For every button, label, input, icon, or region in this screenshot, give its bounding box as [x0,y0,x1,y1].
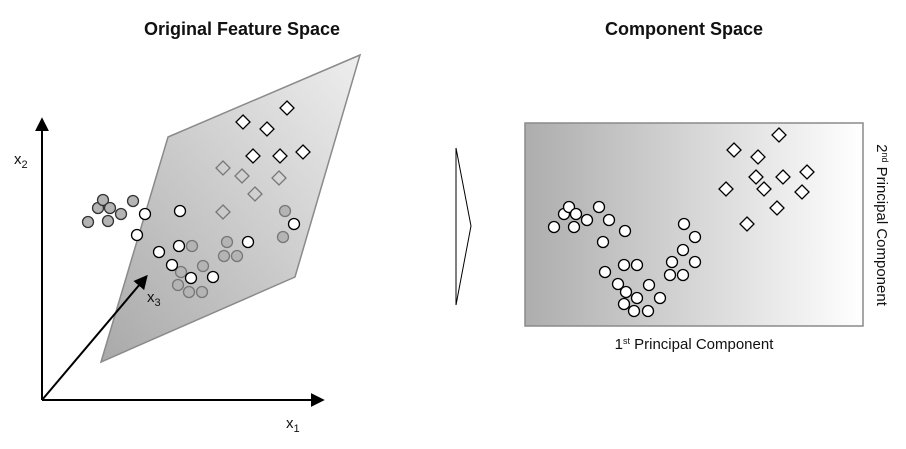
diamond-marker [718,181,734,197]
diamond-marker-gray [271,170,287,186]
circle-marker [567,220,581,234]
circle-marker-gray [276,230,290,244]
circle-marker-gray [185,239,199,253]
circle-marker [663,268,677,282]
circle-marker [641,304,655,318]
x3-axis [41,274,148,401]
circle-marker-gray [171,278,185,292]
circle-marker [653,291,667,305]
circle-marker-outside [101,214,115,228]
circle-marker [547,220,561,234]
circle-marker [138,207,152,221]
diamond-marker-gray [247,186,263,202]
diamond-marker [259,121,275,137]
original-feature-space: x2 x1 x3 [14,53,362,435]
diamond-marker-gray [215,160,231,176]
circle-marker [598,265,612,279]
right-panel-title: Component Space [605,19,763,39]
component-space: 1st Principal Component 2nd Principal Co… [524,122,890,353]
x1-label: x1 [286,415,300,435]
circle-marker-outside [114,207,128,221]
circle-marker-gray [195,285,209,299]
component-plane [524,122,864,327]
diamond-marker [794,184,810,200]
circle-marker-outside [96,193,110,207]
diamond-marker-gray [215,204,231,220]
circle-marker [611,277,625,291]
circle-marker-gray [196,259,210,273]
circle-marker [580,213,594,227]
diamond-marker [748,169,764,185]
diamond-marker [771,127,787,143]
circle-marker [130,228,144,242]
x3-label: x3 [147,289,161,309]
circle-marker [688,230,702,244]
circle-marker [287,217,301,231]
circle-marker [630,258,644,272]
transform-chevron-icon [455,147,472,306]
circle-marker [688,255,702,269]
circle-marker [677,217,691,231]
circle-marker-gray [217,249,231,263]
diamond-marker-gray [234,168,250,184]
diamond-marker [726,142,742,158]
circle-marker [619,285,633,299]
diamond-marker [750,149,766,165]
circle-marker [617,297,631,311]
circle-marker [618,224,632,238]
circle-marker-outside [126,194,140,208]
diamond-marker [245,148,261,164]
diamond-marker [769,200,785,216]
diamond-marker [799,164,815,180]
x2-label: x2 [14,151,28,171]
circle-marker [627,304,641,318]
circle-marker [676,268,690,282]
circle-marker-gray [174,265,188,279]
circle-marker-gray [182,285,196,299]
pc1-label: 1st Principal Component [615,336,775,353]
circle-marker-gray [278,204,292,218]
circle-marker [241,235,255,249]
circle-marker-outside [103,201,117,215]
diamond-marker [775,169,791,185]
circle-marker [184,271,198,285]
circle-marker [602,213,616,227]
circle-marker [152,245,166,259]
diamond-marker [235,114,251,130]
diamond-marker [295,144,311,160]
diamond-marker [272,148,288,164]
circle-marker [206,270,220,284]
circle-marker [665,255,679,269]
circle-marker [165,258,179,272]
circle-marker [172,239,186,253]
circle-marker-gray [220,235,234,249]
circle-marker-gray [230,249,244,263]
diamond-marker [279,100,295,116]
circle-marker [617,258,631,272]
pc2-label: 2nd Principal Component [873,144,890,307]
feature-plane [99,53,362,364]
circle-marker [676,243,690,257]
circle-marker [596,235,610,249]
circle-marker [173,204,187,218]
circle-marker [592,200,606,214]
left-panel-title: Original Feature Space [144,19,340,39]
circle-marker [569,207,583,221]
circle-marker [642,278,656,292]
diamond-marker [756,181,772,197]
circle-marker [630,291,644,305]
circle-marker-outside [81,215,95,229]
diamond-marker [739,216,755,232]
